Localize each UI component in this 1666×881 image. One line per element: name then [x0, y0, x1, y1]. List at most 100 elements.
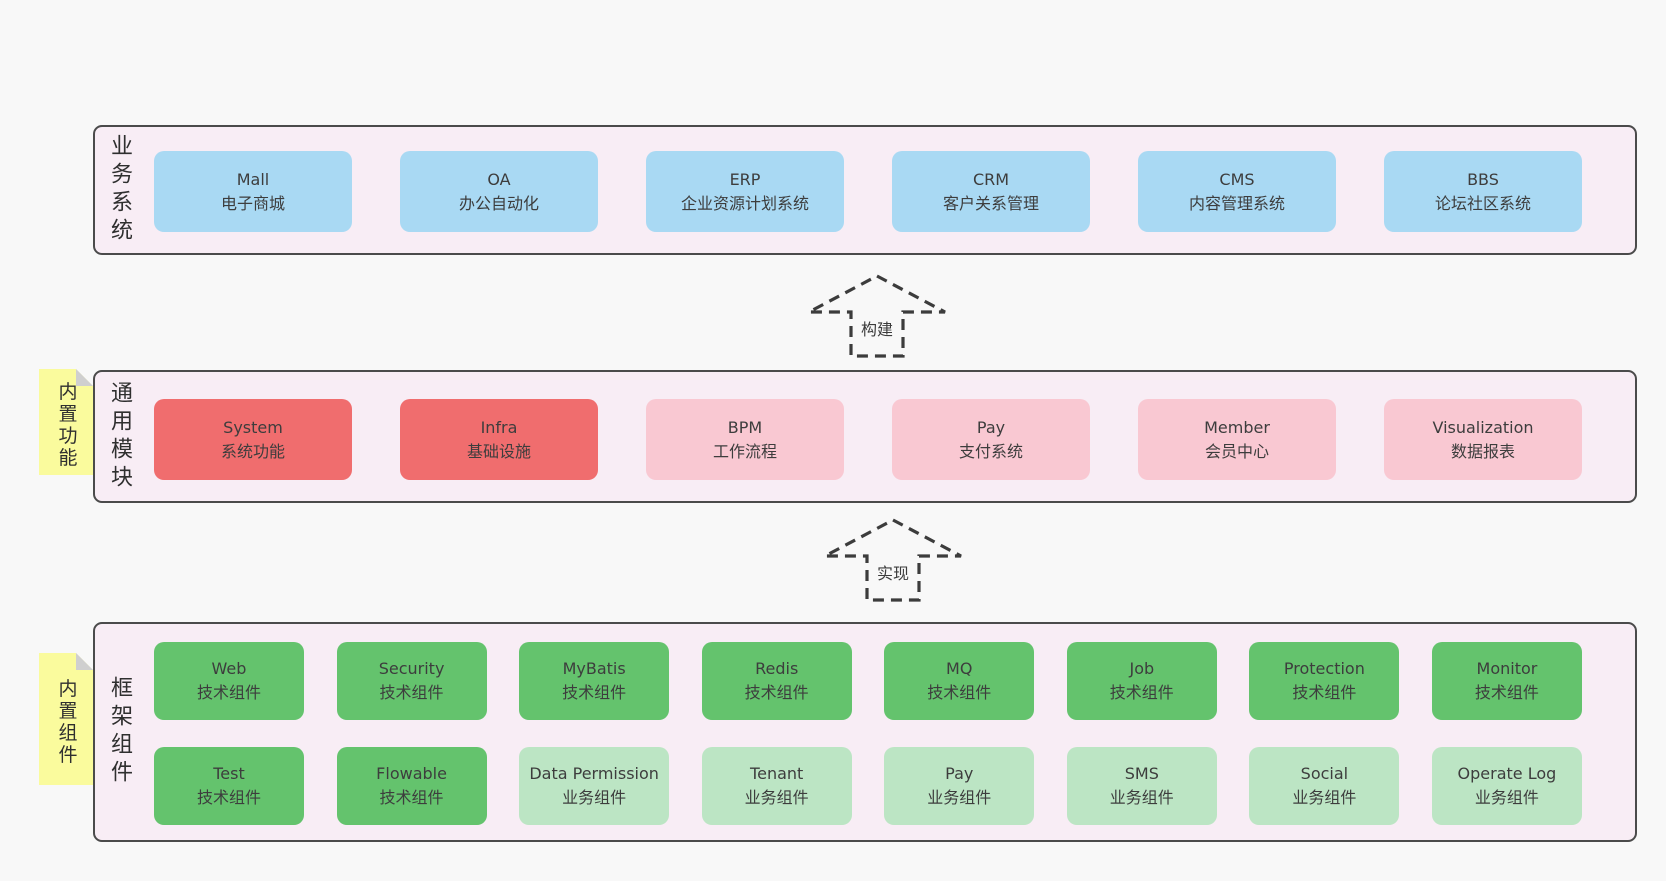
framework-components-row-1: Web 技术组件 Security 技术组件 MyBatis 技术组件 Redi… — [154, 642, 1582, 720]
box-title: System — [223, 417, 283, 437]
box-job: Job 技术组件 — [1066, 642, 1217, 720]
box-title: Pay — [945, 764, 974, 783]
box-title: Web — [211, 659, 247, 678]
box-subtitle: 数据报表 — [1450, 441, 1515, 461]
sticky-note-built-in-features: 内置功能 — [39, 369, 93, 475]
box-title: Redis — [755, 659, 799, 678]
box-protection: Protection 技术组件 — [1249, 642, 1400, 720]
up-arrow-icon — [824, 518, 962, 602]
box-crm: CRM 客户关系管理 — [892, 151, 1090, 232]
box-subtitle: 业务组件 — [927, 788, 992, 807]
common-modules-layer: 通用模块 System 系统功能 Infra 基础设施 BPM 工作流程 Pay… — [93, 370, 1637, 503]
sticky-label: 内置组件 — [55, 678, 78, 767]
box-subtitle: 技术组件 — [1474, 683, 1539, 702]
box-sms: SMS 业务组件 — [1066, 747, 1217, 825]
box-title: Protection — [1283, 659, 1365, 678]
box-erp: ERP 企业资源计划系统 — [646, 151, 844, 232]
box-subtitle: 技术组件 — [927, 683, 992, 702]
box-title: OA — [487, 169, 511, 189]
box-title: BBS — [1467, 169, 1499, 189]
sticky-label: 内置功能 — [55, 381, 78, 470]
box-title: Tenant — [750, 764, 804, 783]
box-bbs: BBS 论坛社区系统 — [1384, 151, 1582, 232]
box-title: Pay — [976, 417, 1006, 437]
box-subtitle: 办公自动化 — [458, 193, 539, 213]
box-system: System 系统功能 — [154, 399, 352, 480]
box-title: SMS — [1124, 764, 1159, 783]
box-title: CRM — [972, 169, 1010, 189]
box-bpm: BPM 工作流程 — [646, 399, 844, 480]
box-title: Flowable — [376, 764, 447, 783]
box-subtitle: 工作流程 — [712, 441, 777, 461]
box-title: Test — [213, 764, 245, 783]
box-subtitle: 技术组件 — [379, 683, 444, 702]
box-subtitle: 业务组件 — [1474, 788, 1539, 807]
box-title: Operate Log — [1457, 764, 1557, 783]
box-mybatis: MyBatis 技术组件 — [519, 642, 670, 720]
box-title: Monitor — [1476, 659, 1538, 678]
box-title: Mall — [236, 169, 270, 189]
box-pay: Pay 支付系统 — [892, 399, 1090, 480]
layer-label-common-modules: 通用模块 — [107, 380, 132, 493]
box-subtitle: 技术组件 — [1109, 683, 1174, 702]
box-title: BPM — [727, 417, 763, 437]
business-systems-row: Mall 电子商城 OA 办公自动化 ERP 企业资源计划系统 CRM 客户关系… — [154, 151, 1582, 232]
box-subtitle: 支付系统 — [958, 441, 1023, 461]
sticky-note-built-in-components: 内置组件 — [39, 653, 93, 785]
box-subtitle: 论坛社区系统 — [1434, 193, 1531, 213]
box-flowable: Flowable 技术组件 — [336, 747, 487, 825]
box-data-permission: Data Permission 业务组件 — [519, 747, 670, 825]
box-title: MyBatis — [562, 659, 626, 678]
box-monitor: Monitor 技术组件 — [1431, 642, 1582, 720]
framework-components-layer: 框架组件 Web 技术组件 Security 技术组件 MyBatis 技术组件… — [93, 622, 1637, 842]
box-title: Job — [1129, 659, 1155, 678]
box-subtitle: 技术组件 — [196, 683, 261, 702]
box-title: ERP — [729, 169, 761, 189]
box-subtitle: 技术组件 — [562, 683, 627, 702]
box-pay-business: Pay 业务组件 — [884, 747, 1035, 825]
box-subtitle: 业务组件 — [1292, 788, 1357, 807]
box-subtitle: 业务组件 — [1109, 788, 1174, 807]
box-subtitle: 系统功能 — [220, 441, 285, 461]
box-subtitle: 技术组件 — [196, 788, 261, 807]
box-subtitle: 客户关系管理 — [942, 193, 1039, 213]
layer-label-business-systems: 业务系统 — [107, 134, 132, 246]
box-title: Security — [378, 659, 445, 678]
box-title: Data Permission — [529, 764, 659, 783]
framework-components-row-2: Test 技术组件 Flowable 技术组件 Data Permission … — [154, 747, 1582, 825]
box-title: Social — [1300, 764, 1349, 783]
box-title: Infra — [480, 417, 518, 437]
box-security: Security 技术组件 — [336, 642, 487, 720]
box-mq: MQ 技术组件 — [884, 642, 1035, 720]
box-subtitle: 技术组件 — [379, 788, 444, 807]
box-title: Member — [1204, 417, 1270, 437]
box-oa: OA 办公自动化 — [400, 151, 598, 232]
box-subtitle: 技术组件 — [744, 683, 809, 702]
implement-arrow: 实现 — [823, 517, 963, 603]
box-cms: CMS 内容管理系统 — [1138, 151, 1336, 232]
box-subtitle: 业务组件 — [744, 788, 809, 807]
box-subtitle: 会员中心 — [1204, 441, 1269, 461]
box-visualization: Visualization 数据报表 — [1384, 399, 1582, 480]
box-title: CMS — [1219, 169, 1255, 189]
layer-label-framework-components: 框架组件 — [107, 676, 132, 788]
box-subtitle: 电子商城 — [220, 193, 285, 213]
box-infra: Infra 基础设施 — [400, 399, 598, 480]
business-systems-layer: 业务系统 Mall 电子商城 OA 办公自动化 ERP 企业资源计划系统 CRM… — [93, 125, 1637, 255]
box-mall: Mall 电子商城 — [154, 151, 352, 232]
box-test: Test 技术组件 — [154, 747, 304, 825]
box-subtitle: 内容管理系统 — [1188, 193, 1285, 213]
sticky-fold-corner-icon — [76, 369, 93, 386]
box-member: Member 会员中心 — [1138, 399, 1336, 480]
common-modules-row: System 系统功能 Infra 基础设施 BPM 工作流程 Pay 支付系统… — [154, 399, 1582, 480]
box-subtitle: 业务组件 — [562, 788, 627, 807]
box-web: Web 技术组件 — [154, 642, 304, 720]
box-redis: Redis 技术组件 — [701, 642, 852, 720]
box-social: Social 业务组件 — [1249, 747, 1400, 825]
box-title: MQ — [946, 659, 973, 678]
arrow-label-build: 构建 — [856, 316, 898, 340]
box-subtitle: 技术组件 — [1292, 683, 1357, 702]
sticky-paper — [39, 369, 93, 475]
box-tenant: Tenant 业务组件 — [701, 747, 852, 825]
